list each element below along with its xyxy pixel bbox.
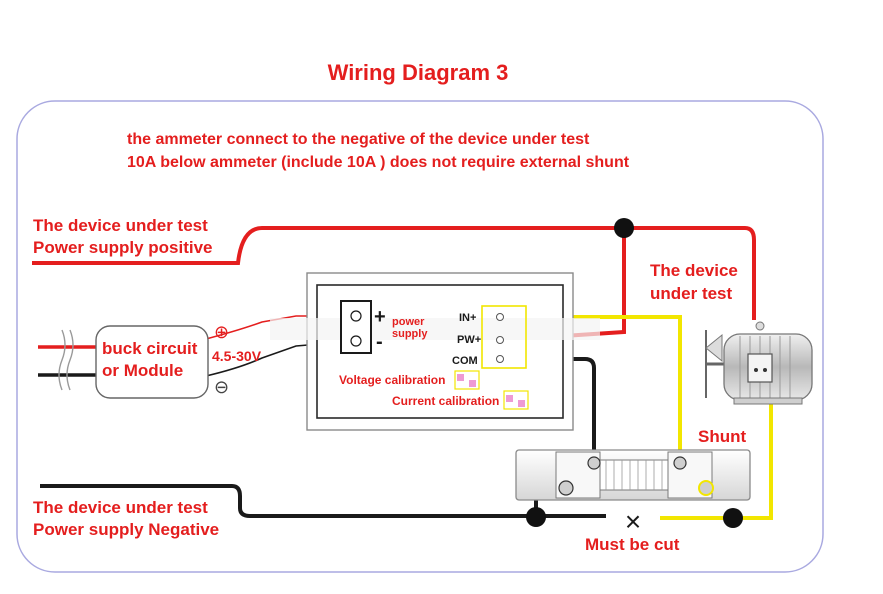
cut-mark: × — [625, 506, 641, 537]
voltage-calibration-pad-1 — [457, 374, 464, 381]
meter-minus-sign: - — [376, 331, 383, 353]
power-terminal-negative — [350, 335, 362, 347]
supply-positive-label-1: The device under test — [33, 216, 208, 235]
note-line-2: 10A below ammeter (include 10A ) does no… — [127, 154, 630, 171]
shunt-label: Shunt — [698, 427, 746, 446]
wire-break-mark-2 — [66, 329, 74, 391]
shunt-resistor-strip-lines — [605, 460, 663, 490]
note-line-1: the ammeter connect to the negative of t… — [127, 131, 590, 148]
negative-supply-wire — [40, 484, 606, 518]
pin-pw-label: PW+ — [457, 334, 481, 346]
shunt-load-screw — [698, 480, 714, 496]
meter-plus-sign: + — [374, 306, 386, 328]
supply-negative-label-2: Power supply Negative — [33, 520, 219, 539]
diagram-title: Wiring Diagram 3 — [328, 60, 509, 85]
voltage-calibration-label: Voltage calibration — [339, 373, 445, 387]
pin-com-label: COM — [452, 355, 478, 367]
buck-positive-wire — [205, 315, 356, 340]
outer-frame — [16, 100, 824, 573]
wire-break-mark — [58, 329, 66, 391]
signal-terminal-block — [481, 305, 527, 369]
positive-supply-wire — [32, 226, 756, 320]
pin-in-label: IN+ — [459, 312, 476, 324]
buck-negative-wire — [205, 340, 357, 377]
current-calibration-label: Current calibration — [392, 394, 499, 408]
current-calibration-pad-1 — [506, 395, 513, 402]
com-black-wire — [502, 357, 596, 460]
negative-junction-dot — [526, 507, 546, 527]
buck-minus-symbol: ⊖ — [214, 377, 229, 397]
watermark-band — [270, 318, 600, 340]
pin-in-terminal — [496, 313, 504, 321]
current-calibration-pad-2 — [518, 400, 525, 407]
voltage-range-label: 4.5-30V — [212, 348, 262, 364]
pin-com-terminal — [496, 355, 504, 363]
device-label-1: The device — [650, 261, 738, 280]
shunt-negative-screw — [558, 480, 574, 496]
power-terminal-block — [340, 300, 372, 354]
buck-plus-symbol: ⊕ — [214, 322, 229, 342]
load-junction-dot — [723, 508, 743, 528]
buck-module — [95, 325, 209, 399]
buck-label-2: or Module — [102, 361, 183, 380]
power-supply-label-2: supply — [392, 328, 428, 340]
shunt-com-screw — [587, 456, 601, 470]
shunt-resistor-strip — [599, 459, 669, 491]
buck-label-1: buck circuit — [102, 339, 198, 358]
positive-junction-dot — [614, 218, 634, 238]
supply-positive-label-2: Power supply positive — [33, 238, 213, 257]
shunt-in-screw — [673, 456, 687, 470]
pin-pw-terminal — [496, 336, 504, 344]
power-terminal-positive — [350, 310, 362, 322]
meter-inner-frame — [316, 284, 564, 419]
must-cut-label: Must be cut — [585, 535, 680, 554]
motor-icon — [705, 321, 813, 405]
power-supply-label-1: power — [392, 316, 425, 328]
voltage-calibration-pad-2 — [469, 380, 476, 387]
supply-negative-label-1: The device under test — [33, 498, 208, 517]
device-label-2: under test — [650, 284, 733, 303]
